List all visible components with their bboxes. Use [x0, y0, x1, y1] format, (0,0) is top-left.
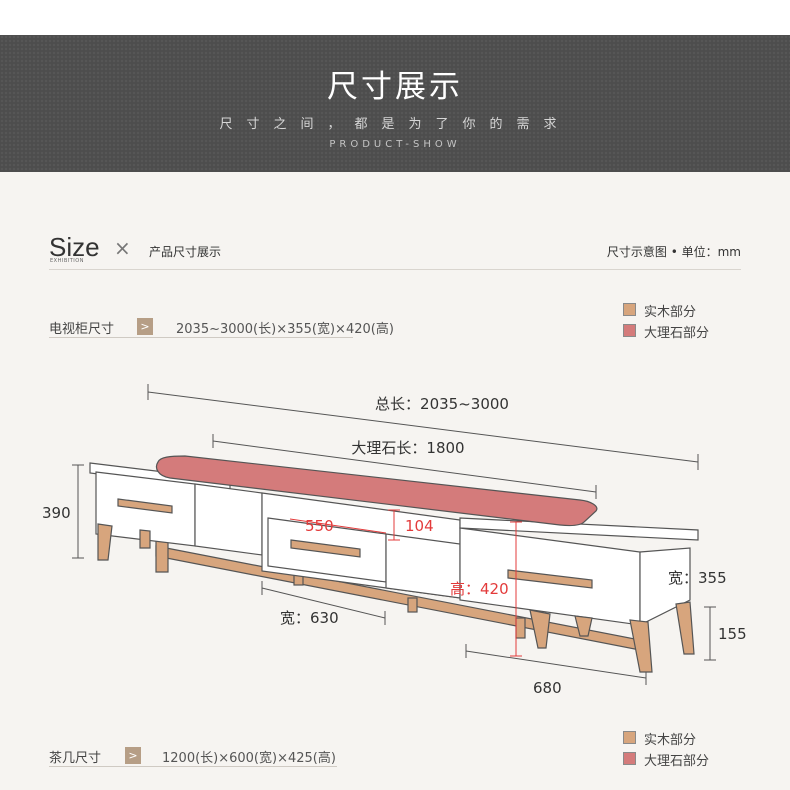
- marble-swatch: [623, 324, 636, 337]
- depth-label: 宽：355: [668, 569, 727, 587]
- drawer-width-line: [289, 518, 387, 534]
- legend-label-marble: 大理石部分: [644, 754, 710, 769]
- left-height-label: 390: [42, 504, 71, 522]
- legend-label-wood: 实木部分: [644, 305, 697, 320]
- total-length-label: 总长：2035~3000: [375, 395, 509, 413]
- right-width-label: 680: [533, 679, 562, 697]
- top-strip: [0, 0, 790, 35]
- size-divider: [49, 269, 741, 270]
- wood-swatch: [623, 303, 636, 316]
- left-open-shelf: [194, 483, 263, 556]
- banner-title: 尺寸展示: [327, 69, 463, 105]
- middle-section: [261, 492, 461, 599]
- base-leg-left: [155, 539, 169, 573]
- right-leg-side: [675, 601, 695, 655]
- marble-length-label: 大理石长：1800: [351, 439, 464, 457]
- marble-length-line: [212, 440, 597, 493]
- cross-icon: ×: [114, 236, 131, 260]
- dimension-lines: [72, 384, 716, 685]
- legend-label-wood: 实木部分: [644, 733, 697, 748]
- banner-subtitle: 尺寸之间，都是为了你的需求: [219, 117, 571, 132]
- size-label: 产品尺寸展示: [149, 245, 222, 259]
- marble-top: [155, 455, 598, 527]
- right-cabinet: [459, 517, 699, 673]
- right-leg-front: [629, 619, 653, 673]
- chevron-right-icon: >: [125, 747, 141, 764]
- right-width-line: [465, 650, 647, 679]
- banner-english: PRODUCT-SHOW: [329, 139, 461, 150]
- coffee-table-spec: 茶几尺寸 > 1200(长)×600(宽)×425(高): [49, 745, 337, 767]
- left-leg-back: [139, 529, 151, 549]
- tv-cabinet-spec-value: 2035~3000(长)×355(宽)×420(高): [176, 322, 394, 337]
- leg-height-label: 155: [718, 625, 747, 643]
- spec-underline: [49, 337, 353, 338]
- red-dimensions: [289, 509, 522, 657]
- banner: 尺寸展示 尺寸之间，都是为了你的需求 PRODUCT-SHOW: [0, 35, 790, 172]
- left-leg-front: [97, 523, 113, 561]
- base-foot-3: [515, 617, 526, 639]
- drawer-height-label: 104: [405, 517, 434, 535]
- right-leg-back-2: [574, 615, 593, 637]
- legend-label-marble: 大理石部分: [644, 326, 710, 341]
- coffee-table-spec-value: 1200(长)×600(宽)×425(高): [162, 751, 336, 766]
- marble-slab: [155, 455, 598, 527]
- left-handle: [117, 498, 173, 514]
- right-handle: [507, 569, 593, 589]
- size-unit-note: 尺寸示意图 • 单位：mm: [606, 245, 741, 259]
- open-width-line: [261, 587, 386, 619]
- right-leg-back: [529, 609, 551, 649]
- chevron-right-icon: >: [137, 318, 153, 335]
- size-exhibition: EXHIBITION: [50, 258, 84, 264]
- left-cabinet: [89, 462, 263, 561]
- open-width-label: 宽：630: [280, 609, 339, 627]
- wood-swatch: [623, 731, 636, 744]
- coffee-table-spec-name: 茶几尺寸: [49, 751, 102, 766]
- marble-swatch: [623, 752, 636, 765]
- right-top: [459, 517, 699, 541]
- size-word: Size: [49, 232, 100, 262]
- drawer-width-label: 550: [305, 517, 334, 535]
- total-length-line: [147, 391, 699, 463]
- base-foot-2: [407, 597, 418, 613]
- tv-cabinet-spec: 电视柜尺寸 > 2035~3000(长)×355(宽)×420(高): [49, 316, 394, 338]
- tv-cabinet-spec-name: 电视柜尺寸: [49, 322, 115, 337]
- middle-open: [385, 533, 461, 599]
- height-label: 高：420: [450, 580, 509, 598]
- spec-underline: [49, 766, 337, 767]
- middle-handle: [290, 539, 361, 558]
